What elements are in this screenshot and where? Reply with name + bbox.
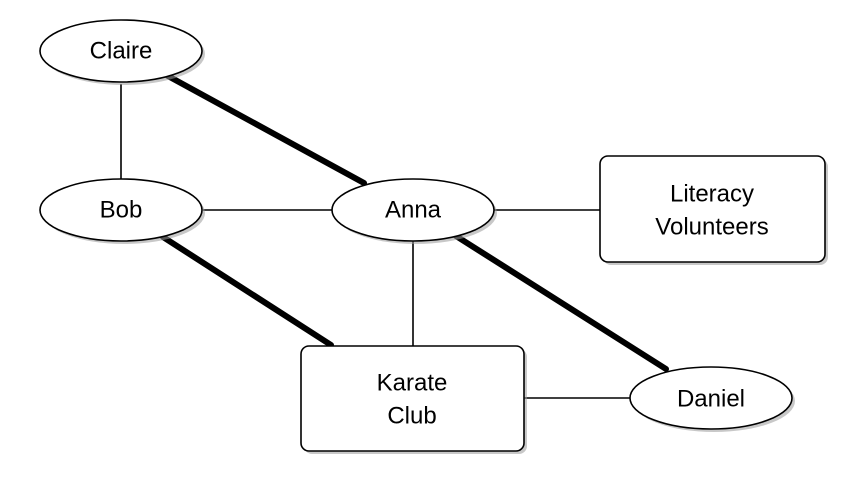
literacy-box	[599, 155, 826, 263]
node-daniel: Daniel	[629, 366, 793, 430]
node-literacy-volunteers: Literacy Volunteers	[599, 155, 826, 263]
edge-bob-karate	[160, 234, 334, 348]
node-karate-club: Karate Club	[300, 345, 525, 452]
anna-label: Anna	[385, 196, 442, 223]
edge-claire-anna	[165, 73, 367, 186]
claire-ellipse	[39, 19, 203, 83]
bob-label: Bob	[100, 196, 143, 223]
karate-label-line-2: Club	[387, 402, 436, 429]
literacy-label-line-2: Volunteers	[655, 213, 768, 240]
node-anna: Anna	[331, 178, 495, 242]
edge-anna-daniel	[453, 233, 669, 372]
karate-box	[300, 345, 525, 452]
daniel-label: Daniel	[677, 385, 745, 412]
anna-ellipse	[331, 178, 495, 242]
bob-ellipse	[39, 178, 203, 242]
node-bob: Bob	[39, 178, 203, 242]
karate-label-line-1: Karate	[377, 369, 448, 396]
claire-label: Claire	[90, 37, 153, 64]
node-claire: Claire	[39, 19, 203, 83]
daniel-ellipse	[629, 366, 793, 430]
edges	[120, 73, 669, 399]
literacy-label-line-1: Literacy	[670, 180, 754, 207]
